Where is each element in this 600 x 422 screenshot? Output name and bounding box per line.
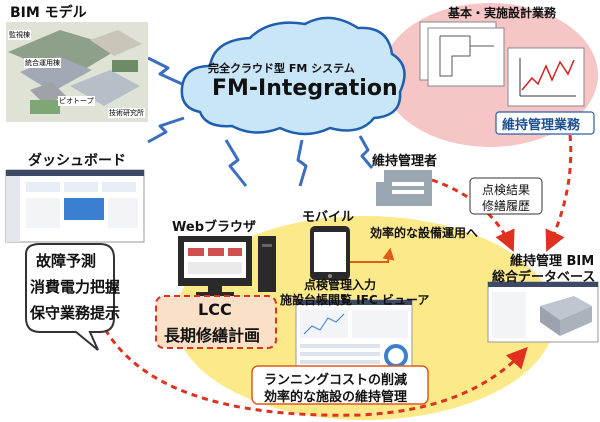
benefit-line-2: 効率的な施設の維持管理	[264, 390, 408, 405]
bim-tag-3: ピオトープ	[58, 96, 95, 106]
tablet-icon	[310, 226, 350, 280]
cloud-shape	[180, 16, 406, 136]
bim-db-line-1: 維持管理 BIM	[510, 254, 595, 269]
bim-tag-4: 技術研究所	[108, 108, 145, 118]
manager-icon	[376, 170, 432, 206]
lcc-box	[155, 295, 277, 349]
web-browser-title: Webブラウザ	[172, 220, 256, 235]
dashboard-image	[5, 169, 145, 243]
operations-screenshot	[295, 299, 413, 373]
cloud-subtitle: 完全クラウド型 FM システム	[208, 62, 355, 75]
lcc-line-2: 長期修繕計画	[164, 326, 261, 345]
bubble-line-1: 故障予測	[36, 252, 97, 270]
design-work-title: 基本・実施設計業務	[448, 6, 557, 20]
arrow-bubble-to-db	[98, 319, 528, 417]
bim-db-screenshot	[487, 281, 599, 343]
efficient-ops-label: 効率的な設備運用へ	[370, 226, 479, 240]
desktop-pc-icon	[178, 236, 276, 296]
design-documents	[419, 21, 585, 107]
records-line-2: 修繕履歴	[482, 199, 531, 213]
dashboard-title: ダッシュボード	[28, 153, 126, 169]
records-box	[469, 177, 543, 215]
benefit-box	[251, 365, 429, 405]
lightning-icons	[147, 56, 374, 187]
bubble-line-2: 消費電力把握	[30, 278, 121, 296]
cloud-title: FM-Integration	[212, 76, 398, 101]
records-line-1: 点検結果	[482, 183, 531, 197]
mobile-title: モバイル	[302, 210, 355, 225]
bubble-line-3: 保守業務提示	[30, 304, 121, 322]
bim-tag-1: 監視棟	[8, 30, 31, 40]
lcc-line-1: LCC	[198, 300, 232, 319]
inspection-line-2: 施設台帳閲覧 IFC ビューア	[280, 293, 430, 307]
bim-tag-2: 統合運用棟	[24, 58, 61, 68]
bim-model-title: BIM モデル	[10, 5, 87, 21]
arrow-design-to-db	[545, 134, 573, 252]
maintenance-work-label: 維持管理業務	[502, 118, 581, 133]
maintenance-label-box	[495, 111, 595, 135]
bim-db-line-2: 総合データベース	[492, 270, 596, 285]
benefit-line-1: ランニングコストの削減	[264, 373, 408, 388]
manager-title: 維持管理者	[372, 154, 438, 169]
inspection-line-1: 点検管理入力	[304, 278, 377, 292]
speech-bubble	[25, 243, 115, 351]
bim-model-image	[6, 22, 148, 122]
